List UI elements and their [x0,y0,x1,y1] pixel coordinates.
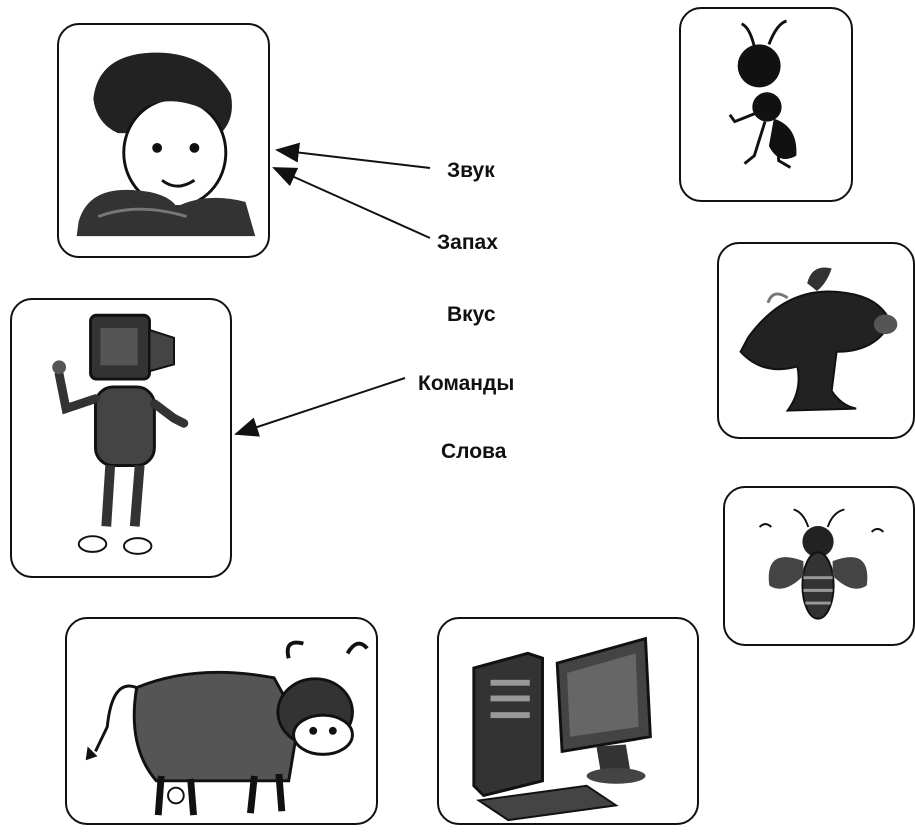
ant-picture [728,19,797,169]
word-taste: Вкус [447,303,496,326]
word-smell: Запах [437,231,498,254]
card-ant[interactable] [679,7,853,202]
card-bee[interactable] [723,486,915,646]
card-fox[interactable] [717,242,915,439]
word-words: Слова [441,440,507,463]
card-robot[interactable] [10,298,232,578]
computer-picture [472,636,652,822]
bee-picture [758,508,885,620]
card-cow[interactable] [65,617,378,825]
fox-picture [739,267,898,412]
card-boy[interactable] [57,23,270,258]
card-computer[interactable] [437,617,699,825]
word-commands: Команды [418,372,515,395]
word-sound: Звук [447,159,495,182]
cow-picture [85,640,369,816]
arrow-sound-to-boy [275,142,431,169]
arrow-smell-to-boy [272,167,431,239]
robot-picture [52,313,189,555]
boy-picture [76,52,256,237]
arrow-commands-to-robot [234,377,406,437]
